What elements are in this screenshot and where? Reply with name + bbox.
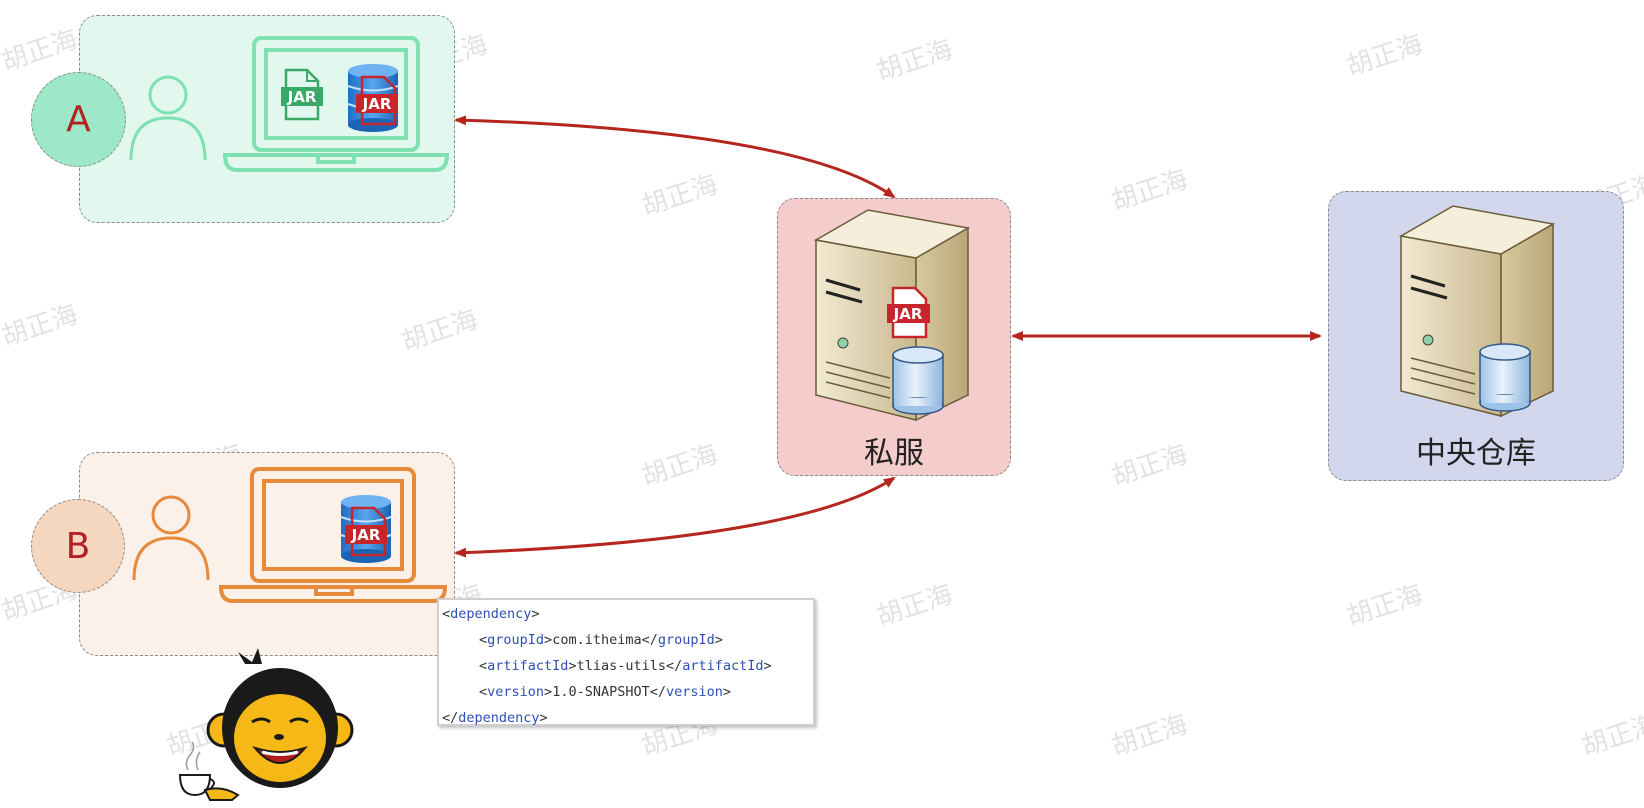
developer-b-panel — [79, 452, 455, 656]
code-line: <groupId>com.itheima</groupId> — [479, 632, 723, 648]
private-server-jar-text: JAR — [893, 305, 923, 323]
person-b-icon — [132, 495, 210, 581]
arrow-a-to-private-server — [454, 115, 896, 199]
database-jar-icon-text: JAR — [362, 95, 392, 113]
code-line: </dependency> — [442, 710, 548, 726]
code-line: <version>1.0-SNAPSHOT</version> — [479, 684, 732, 700]
developer-a-label: A — [66, 99, 91, 140]
jar-file-icon-text: JAR — [287, 88, 317, 106]
laptop-b-icon — [218, 467, 448, 603]
jar-file-icon: JAR — [281, 68, 323, 121]
developer-a-badge: A — [31, 72, 126, 167]
private-server-label: 私服 — [864, 436, 924, 471]
code-line: <dependency> — [442, 606, 540, 622]
arrow-b-to-private-server — [454, 476, 896, 558]
private-server-icon: JAR — [813, 209, 971, 422]
developer-b-badge: B — [31, 499, 125, 593]
central-server-icon — [1398, 205, 1556, 418]
database-jar-icon: JAR — [347, 64, 399, 132]
dependency-code-snippet: <dependency> <groupId>com.itheima</group… — [437, 598, 815, 726]
database-jar-icon: JAR — [340, 495, 392, 563]
code-line: <artifactId>tlias-utils</artifactId> — [479, 658, 772, 674]
central-repository-label: 中央仓库 — [1416, 436, 1536, 471]
monkey-mascot-icon — [178, 648, 354, 801]
laptop-a-icon — [222, 36, 450, 172]
person-a-icon — [129, 75, 207, 161]
database-jar-icon-text: JAR — [351, 526, 381, 544]
developer-b-label: B — [65, 525, 91, 567]
